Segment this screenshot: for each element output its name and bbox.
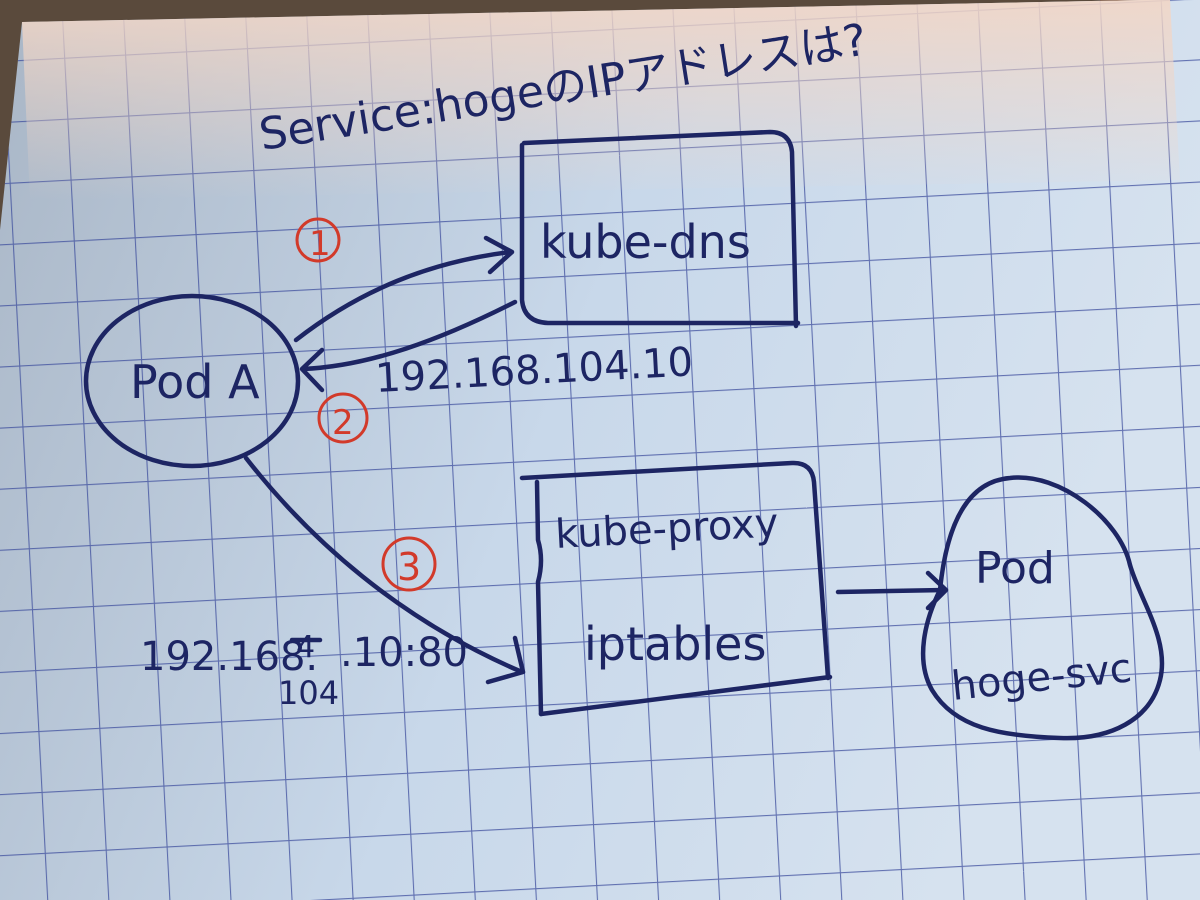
step-2-number: 2 [332,403,354,443]
kube-dns-label: kube-dns [540,215,751,269]
arrow-query [293,235,515,343]
target-pod-blob [920,475,1165,741]
step-marker-3: 3 [381,536,437,592]
request-correction: 104 [278,674,339,712]
step-marker-2: 2 [317,392,369,444]
request-struck-digit: 4 [296,630,315,665]
request-prefix: 192.168. [140,634,318,680]
arrow-service-request [243,455,526,685]
step-marker-1: 1 [295,217,341,264]
request-suffix: .10:80 [340,630,468,676]
pod-a-label: Pod A [130,355,260,409]
step-3-number: 3 [397,545,421,589]
kube-proxy-box [519,460,833,717]
request-address: 192.168. 4 104 .10:80 [140,630,468,712]
pod-a-circle [83,293,301,469]
target-pod-label: Pod [975,543,1055,594]
kube-dns-box [519,129,801,329]
arrow-response [299,299,518,393]
iptables-label: iptables [584,617,766,671]
step-1-number: 1 [309,224,331,264]
